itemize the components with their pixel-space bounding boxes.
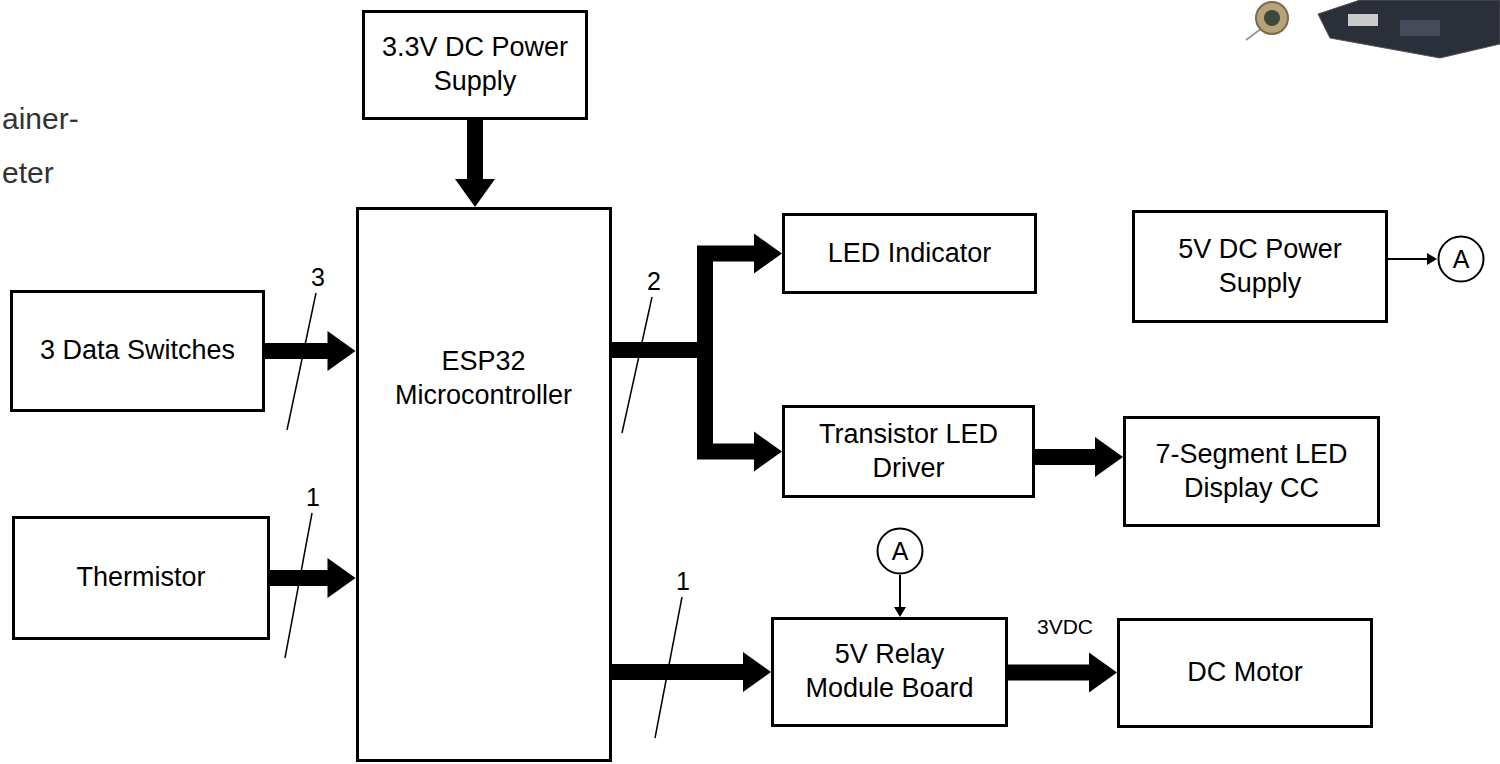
arrow-head (455, 179, 495, 207)
arrow-head (743, 652, 771, 692)
bus-slash (622, 297, 652, 433)
cut-off-text: eter (2, 158, 54, 188)
board-chip (1348, 14, 1378, 26)
arrow-shaft (1388, 258, 1429, 260)
power-supply-box: 5V DC Power Supply (1132, 210, 1388, 323)
arrow-head (754, 234, 782, 274)
parts-illustration (1246, 0, 1500, 58)
circle-outline (878, 529, 923, 574)
arrow-head (328, 558, 356, 598)
arrow-shaft (612, 350, 756, 452)
bus-slash (287, 293, 316, 430)
bus-width-number: 3 (310, 265, 326, 290)
arrow-shaft (612, 254, 756, 351)
connector-circle: A (876, 527, 924, 575)
bus-width-number: 2 (646, 269, 662, 294)
power-supply-box: 3.3V DC Power Supply (362, 10, 588, 120)
driver-box: Transistor LED Driver (782, 405, 1035, 498)
display-box: 7-Segment LED Display CC (1123, 416, 1380, 527)
signal-arrow (894, 575, 906, 617)
block-label: LED Indicator (828, 237, 992, 271)
block-label: ESP32 Microcontroller (369, 345, 599, 413)
block-label: DC Motor (1187, 656, 1303, 690)
voltage-label: 3VDC (1036, 616, 1094, 637)
bus-arrow (270, 558, 356, 598)
arrow-head (1427, 253, 1437, 265)
motor-box: DC Motor (1117, 618, 1373, 728)
sensor-body (1256, 2, 1288, 34)
arrow-head (1095, 437, 1123, 477)
bus-arrow (455, 120, 495, 207)
arrow-shaft (265, 343, 329, 359)
arrow-shaft (467, 120, 483, 181)
arrow-shaft (899, 575, 901, 609)
cut-off-text: ainer- (2, 104, 79, 134)
bus-arrow (612, 652, 772, 692)
board (1318, 0, 1500, 58)
bus-arrow (612, 234, 783, 351)
block-label: 5V DC Power Supply (1170, 233, 1350, 301)
bus-arrow (1008, 653, 1117, 693)
signal-arrow (1388, 253, 1437, 265)
connector-letter: A (1453, 247, 1470, 272)
switch-box: 3 Data Switches (10, 290, 265, 412)
connector-letter: A (892, 539, 909, 564)
arrow-shaft (612, 664, 745, 680)
microcontroller-box: ESP32 Microcontroller (356, 207, 612, 762)
bus-width-number: 1 (675, 569, 691, 594)
block-label: 3.3V DC Power Supply (375, 31, 575, 99)
circle-outline (1439, 237, 1484, 282)
arrow-shaft (270, 570, 329, 586)
block-label: Transistor LED Driver (799, 418, 1019, 486)
arrow-head (1089, 653, 1117, 693)
arrow-head (328, 331, 356, 371)
block-label: 5V Relay Module Board (800, 638, 980, 706)
arrow-shaft (1035, 449, 1097, 465)
bus-width-number: 1 (305, 485, 321, 510)
bus-arrow (265, 331, 356, 371)
board-chip (1400, 20, 1440, 36)
block-label: Thermistor (76, 561, 205, 595)
block-label: 3 Data Switches (40, 334, 235, 368)
relay-box: 5V Relay Module Board (771, 617, 1008, 727)
bus-arrow (1035, 437, 1123, 477)
indicator-box: LED Indicator (782, 213, 1037, 294)
connector-circle: A (1437, 235, 1485, 283)
arrow-head (894, 607, 906, 617)
sensor-box: Thermistor (12, 516, 270, 640)
block-label: 7-Segment LED Display CC (1147, 438, 1357, 506)
arrow-shaft (1008, 665, 1091, 681)
bus-arrow (612, 350, 783, 472)
sensor-leg (1246, 28, 1262, 40)
arrow-head (754, 432, 782, 472)
sensor-window (1264, 10, 1280, 26)
